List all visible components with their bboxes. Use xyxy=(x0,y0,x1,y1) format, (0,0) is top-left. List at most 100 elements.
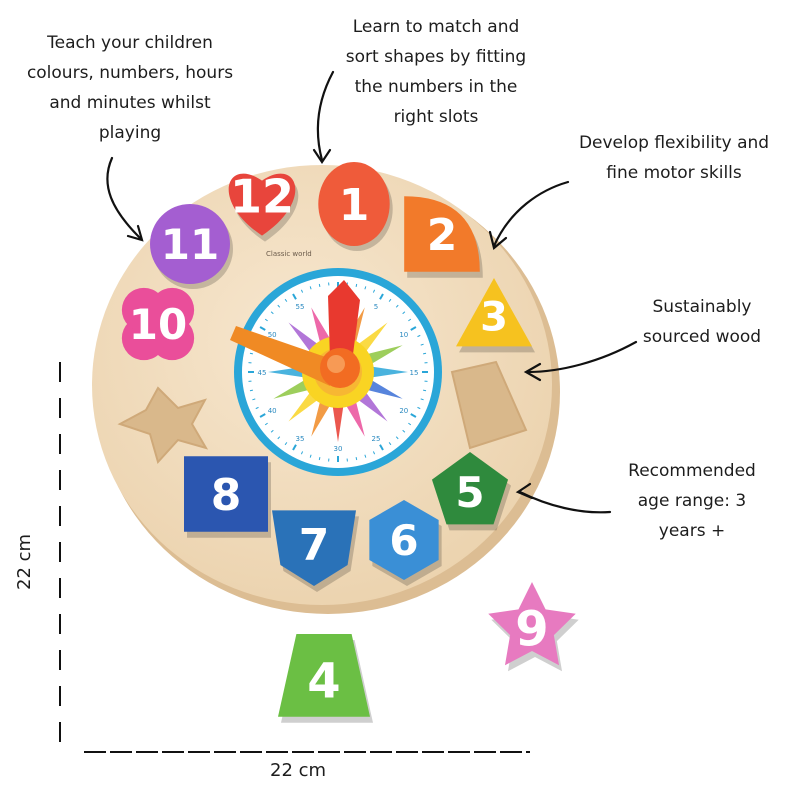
piece-9[interactable]: 9 xyxy=(488,582,579,672)
dial-number: 55 xyxy=(296,303,305,311)
dial-tick xyxy=(388,442,392,446)
piece-4[interactable]: 4 xyxy=(278,634,373,723)
dial-tick xyxy=(277,436,281,440)
dial-number: 40 xyxy=(268,407,277,415)
callout-wood: Sustainably sourced wood xyxy=(642,297,762,347)
dial-number: 20 xyxy=(399,407,408,415)
sun-ray xyxy=(345,400,365,437)
arrow-match-head xyxy=(312,148,332,164)
dial-number: 10 xyxy=(399,331,408,339)
dial-number: 15 xyxy=(410,369,419,377)
piece-body xyxy=(228,173,296,236)
sun-ray xyxy=(332,405,344,442)
dial-tick xyxy=(252,398,256,401)
callout-age: Recommended age range: 3 years + xyxy=(628,461,756,541)
piece-body xyxy=(318,162,390,246)
piece-7[interactable]: 7 xyxy=(272,510,359,592)
minute-hand[interactable] xyxy=(328,280,360,362)
dial-tick xyxy=(402,429,406,433)
dial-number: 45 xyxy=(258,369,267,377)
dial-tick xyxy=(249,352,254,355)
dial-tick xyxy=(270,429,274,433)
dial-tick xyxy=(372,451,376,455)
dial-tick xyxy=(264,422,268,426)
dial-tick xyxy=(284,442,288,446)
dial-tick xyxy=(318,283,321,288)
sun-ray xyxy=(288,322,319,353)
dial-tick xyxy=(292,293,297,300)
piece-body xyxy=(369,500,439,580)
arrow-match xyxy=(316,70,335,162)
arrow-teach xyxy=(106,156,142,240)
dial-tick xyxy=(395,436,399,440)
piece-6[interactable]: 6 xyxy=(369,500,442,586)
dial-number: 35 xyxy=(296,435,305,443)
dial-tick xyxy=(292,444,297,451)
dial-tick xyxy=(408,422,412,426)
dial-tick xyxy=(402,311,406,315)
dial-tick xyxy=(364,286,367,290)
piece-number: 11 xyxy=(161,220,219,269)
arrow-wood xyxy=(526,340,638,374)
arrow-age-head xyxy=(515,482,534,500)
callout-teach: Teach your children colours, numbers, ho… xyxy=(26,33,234,143)
piece-number: 12 xyxy=(230,170,294,224)
piece-body xyxy=(456,278,532,347)
dial-tick xyxy=(355,283,358,288)
piece-10[interactable]: 10 xyxy=(121,287,195,361)
piece-number: 3 xyxy=(480,294,508,340)
dial-tick xyxy=(420,398,424,401)
piece-1[interactable]: 1 xyxy=(318,162,393,251)
piece-body xyxy=(272,510,356,586)
sun-ray xyxy=(273,379,310,399)
dimension-width-label: 22 cm xyxy=(270,760,327,781)
dial-tick xyxy=(264,318,268,322)
piece-body xyxy=(431,452,509,525)
piece-number: 8 xyxy=(211,470,242,521)
piece-number: 2 xyxy=(427,210,458,261)
piece-12[interactable]: 12 xyxy=(228,170,299,242)
dial-tick xyxy=(284,298,288,302)
sun-ray xyxy=(288,391,319,422)
sun-ray xyxy=(311,307,331,344)
hour-hand[interactable] xyxy=(230,326,340,386)
dial-tick xyxy=(309,454,312,458)
sun-ray xyxy=(366,379,403,399)
arrow-wood-head xyxy=(523,362,542,382)
piece-number: 6 xyxy=(389,516,418,565)
arrow-teach-head xyxy=(126,224,144,242)
dial-number: 50 xyxy=(268,331,277,339)
hand-pivot-highlight xyxy=(327,355,345,373)
callout-match: Learn to match and sort shapes by fittin… xyxy=(345,17,527,127)
dial-tick xyxy=(300,451,304,455)
piece-5[interactable]: 5 xyxy=(431,452,512,531)
sun-ray xyxy=(311,400,331,437)
piece-3[interactable]: 3 xyxy=(456,278,535,353)
trapezoid-slot xyxy=(450,360,528,450)
dial-tick xyxy=(379,293,384,300)
dial-tick xyxy=(422,352,427,355)
star-slot xyxy=(117,386,209,465)
dial-tick xyxy=(364,454,367,458)
piece-8[interactable]: 8 xyxy=(184,456,271,538)
dial-tick xyxy=(417,406,421,410)
dial-tick xyxy=(355,456,358,461)
piece-body xyxy=(488,582,576,666)
dimension-height-label: 22 cm xyxy=(14,533,35,590)
sun-ray xyxy=(371,366,408,378)
dial-tick xyxy=(388,298,392,302)
dial-tick xyxy=(417,334,421,338)
piece-petal xyxy=(150,287,195,332)
sun-ray xyxy=(366,345,403,365)
dial-tick xyxy=(410,413,417,418)
dial-tick xyxy=(255,406,259,410)
callout-flex: Develop flexibility and fine motor skill… xyxy=(578,133,770,183)
dial-tick xyxy=(408,318,412,322)
dial-tick xyxy=(395,304,399,308)
piece-2[interactable]: 2 xyxy=(404,196,483,278)
piece-number: 9 xyxy=(515,601,548,657)
arrow-flex xyxy=(492,180,570,248)
piece-11[interactable]: 11 xyxy=(150,204,233,289)
